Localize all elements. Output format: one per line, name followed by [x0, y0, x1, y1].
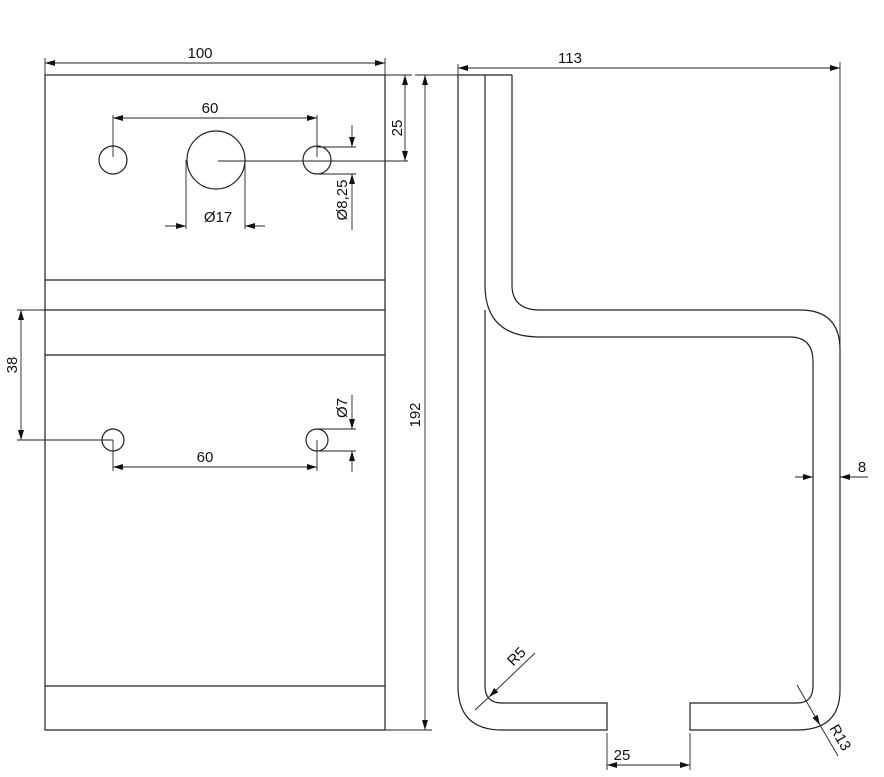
- dimension-hole-offset: 25: [385, 74, 412, 161]
- dim-label: 60: [197, 449, 214, 466]
- dimension-top-hole-spacing: 60: [112, 100, 318, 157]
- dim-label: 113: [558, 50, 582, 67]
- hole-large: [186, 130, 246, 190]
- dimension-thickness: 8: [795, 459, 868, 480]
- dim-label: R5: [504, 644, 530, 670]
- dimension-side-width: 113: [457, 50, 841, 350]
- dim-label: 25: [389, 120, 406, 137]
- dim-label: 38: [4, 357, 21, 374]
- dimension-width: 100: [44, 45, 386, 75]
- plate-outline: [44, 74, 386, 731]
- dimension-lower-hole-offset: 38: [4, 309, 113, 441]
- dimension-height: 192: [385, 74, 458, 731]
- dim-label: 100: [187, 45, 212, 62]
- profile-z-section: [484, 75, 841, 731]
- dimension-lower-hole-spacing: 60: [112, 440, 318, 471]
- dim-label: 60: [202, 100, 219, 117]
- dim-label: Ø8,25: [334, 180, 351, 221]
- dim-label: 8: [858, 459, 866, 476]
- dim-label: 25: [614, 747, 631, 764]
- dimension-large-hole-dia: Ø17: [165, 160, 265, 229]
- dimension-lower-hole-dia: Ø7: [317, 395, 356, 472]
- dim-label: Ø7: [334, 398, 351, 418]
- dim-label: R13: [826, 722, 854, 754]
- side-view: 113 8 25 R5 R13: [457, 50, 868, 770]
- dimension-gap: 25: [606, 733, 691, 770]
- dimension-outer-radius: R13: [796, 684, 854, 757]
- dim-label: 192: [407, 402, 424, 427]
- front-view: 100 60 25 Ø8,25 Ø17: [4, 45, 458, 731]
- dimension-small-hole-dia: Ø8,25: [317, 125, 356, 230]
- dim-label: Ø17: [204, 209, 232, 226]
- profile-outer-wall: [457, 74, 608, 731]
- dimension-inner-radius: R5: [474, 644, 536, 711]
